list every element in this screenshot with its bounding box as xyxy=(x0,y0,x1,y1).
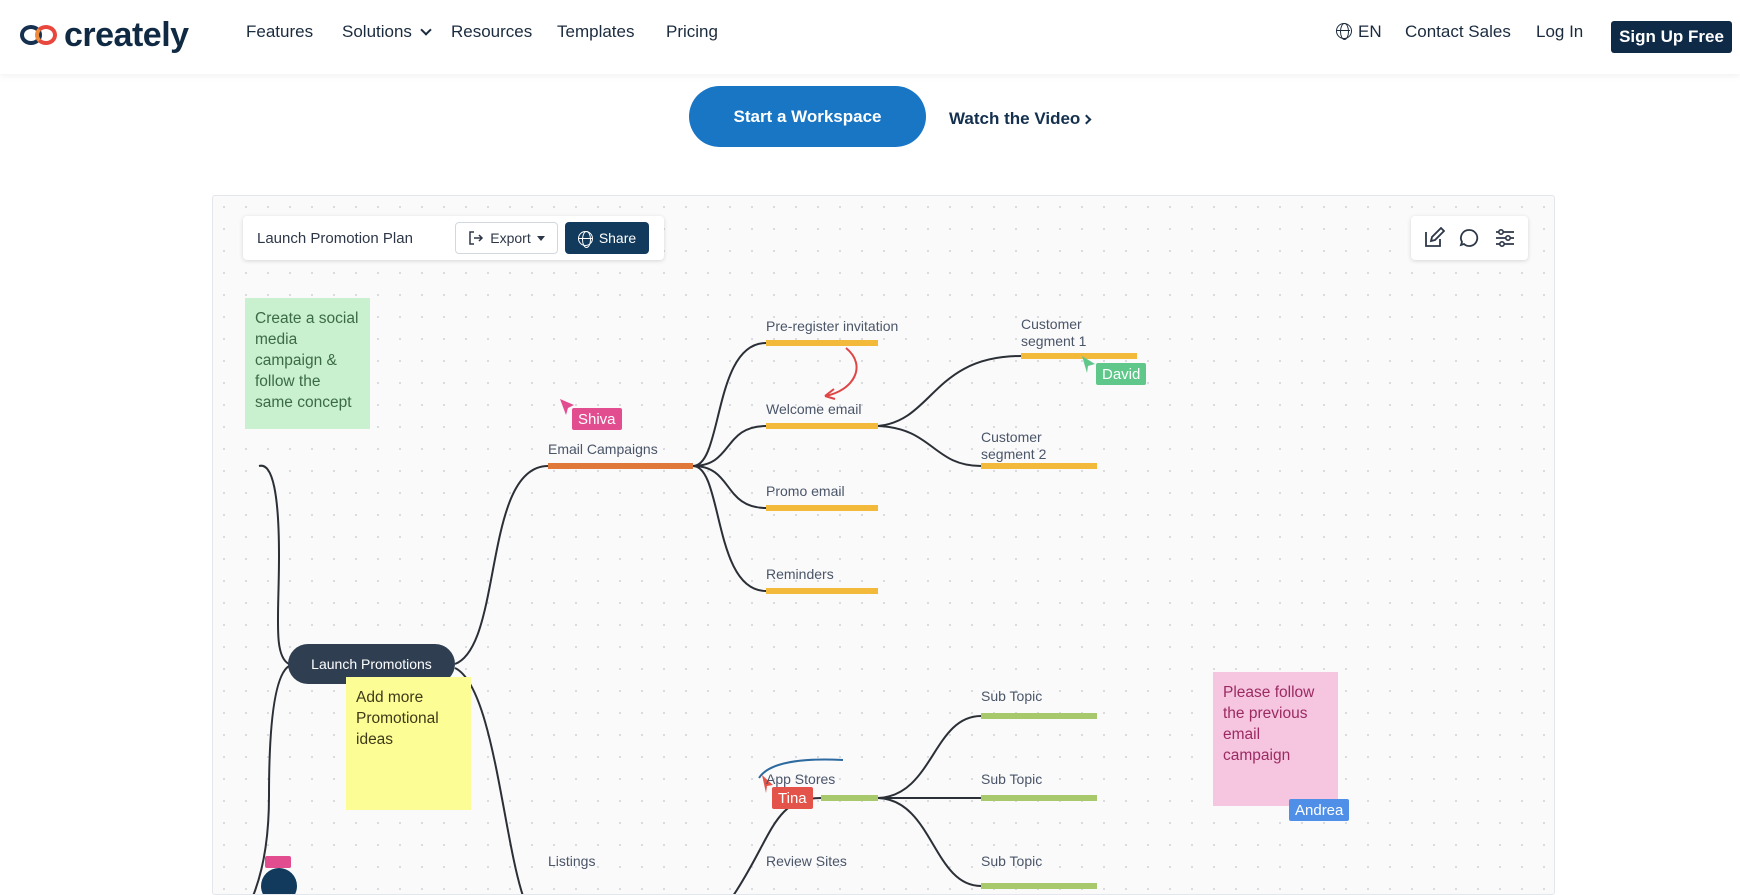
cursor-tag-david: David xyxy=(1096,363,1147,385)
login-link[interactable]: Log In xyxy=(1536,22,1584,41)
logo-text: creately xyxy=(64,16,189,54)
topic-sub-topic-3[interactable]: Sub Topic xyxy=(981,853,1043,869)
nav-solutions-label: Solutions xyxy=(342,22,412,41)
start-workspace-button[interactable]: Start a Workspace xyxy=(689,86,926,147)
settings-sliders-icon[interactable] xyxy=(1494,227,1516,249)
chevron-down-icon xyxy=(420,24,432,36)
top-navigation: creately Features Solutions Resources Te… xyxy=(0,0,1740,74)
document-title[interactable]: Launch Promotion Plan xyxy=(257,230,413,247)
contact-sales-link[interactable]: Contact Sales xyxy=(1405,22,1511,41)
topic-customer-segment-1[interactable]: Customer segment 1 xyxy=(1021,316,1087,349)
canvas-tools xyxy=(1411,216,1528,260)
nav-solutions[interactable]: Solutions xyxy=(342,22,432,42)
topic-email-campaigns[interactable]: Email Campaigns xyxy=(548,441,658,457)
watch-video-label: Watch the Video xyxy=(949,109,1081,128)
language-selector[interactable]: EN xyxy=(1336,22,1382,42)
cursor-tag-shiva: Shiva xyxy=(572,408,622,430)
globe-icon xyxy=(577,230,593,248)
topic-review-sites[interactable]: Review Sites xyxy=(766,853,847,869)
nav-templates[interactable]: Templates xyxy=(557,22,635,41)
export-icon xyxy=(469,231,484,245)
globe-icon xyxy=(1336,23,1352,40)
export-button[interactable]: Export xyxy=(455,222,558,254)
sticky-note-pink[interactable]: Please follow the previous email campaig… xyxy=(1213,672,1338,806)
cursor-tag-tina: Tina xyxy=(772,787,813,809)
topic-app-stores[interactable]: App Stores xyxy=(766,771,836,787)
language-label: EN xyxy=(1358,22,1382,41)
logo-icon xyxy=(20,23,60,47)
chevron-right-icon xyxy=(1081,114,1092,125)
mindmap-connectors xyxy=(252,340,1290,894)
export-label: Export xyxy=(490,230,531,246)
creately-logo[interactable]: creately xyxy=(20,17,189,53)
topic-sub-topic-1[interactable]: Sub Topic xyxy=(981,688,1043,704)
topic-promo-email[interactable]: Promo email xyxy=(766,483,845,499)
document-toolbar: Launch Promotion Plan Export Share xyxy=(243,216,664,260)
edit-icon[interactable] xyxy=(1423,227,1445,249)
nav-features[interactable]: Features xyxy=(246,22,314,41)
cursor-tag-andrea: Andrea xyxy=(1289,799,1350,821)
topic-sub-topic-2[interactable]: Sub Topic xyxy=(981,771,1043,787)
nav-pricing[interactable]: Pricing xyxy=(666,22,718,41)
signup-button[interactable]: Sign Up Free xyxy=(1611,21,1732,53)
diagram-canvas[interactable]: Launch Promotion Plan Export Share Creat… xyxy=(212,195,1555,895)
sticky-note-green[interactable]: Create a social media campaign & follow … xyxy=(245,298,370,429)
topic-customer-segment-2[interactable]: Customer segment 2 xyxy=(981,429,1047,462)
comment-icon[interactable] xyxy=(1458,227,1480,249)
topic-reminders[interactable]: Reminders xyxy=(766,566,834,582)
share-label: Share xyxy=(598,230,637,246)
share-button[interactable]: Share xyxy=(565,222,649,254)
topic-listings[interactable]: Listings xyxy=(548,853,596,869)
watch-video-link[interactable]: Watch the Video xyxy=(949,109,1092,129)
caret-down-icon xyxy=(536,235,545,241)
topic-pre-register[interactable]: Pre-register invitation xyxy=(766,318,899,334)
topic-welcome-email[interactable]: Welcome email xyxy=(766,401,862,417)
nav-resources[interactable]: Resources xyxy=(451,22,533,41)
sticky-note-yellow[interactable]: Add more Promotional ideas xyxy=(346,677,471,810)
